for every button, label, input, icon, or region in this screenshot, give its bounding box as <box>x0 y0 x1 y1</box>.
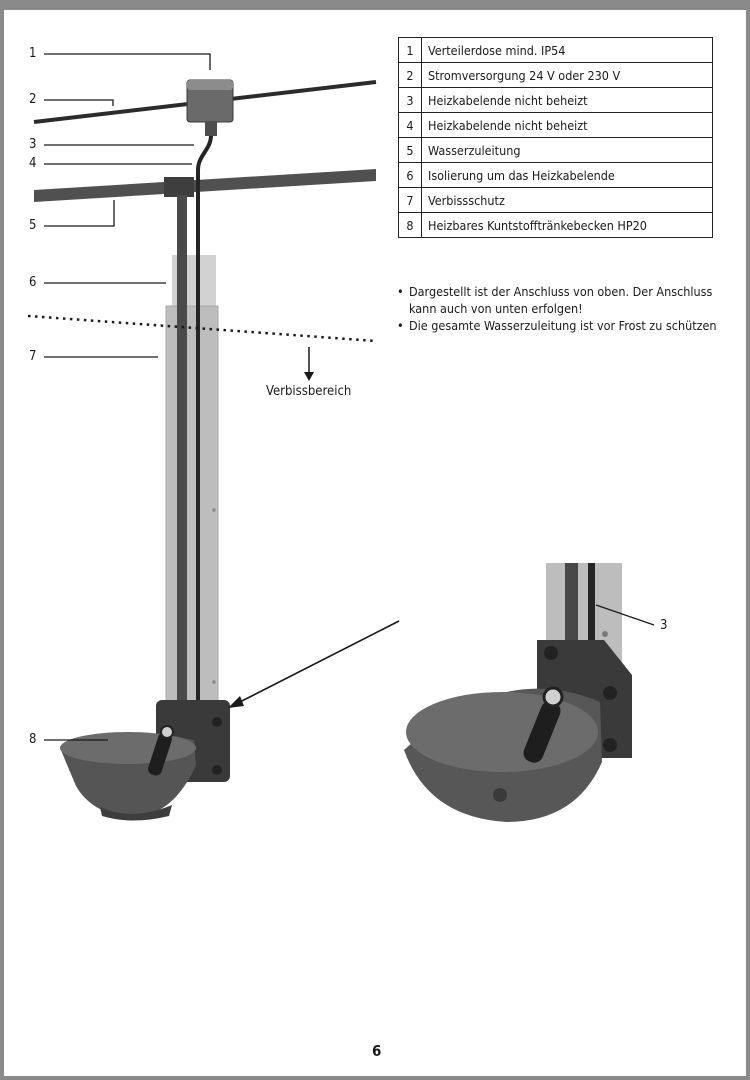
legend-row: 7 Verbissschutz <box>398 187 713 213</box>
callout-7: 7 <box>29 349 37 364</box>
callout-3-detail: 3 <box>660 618 668 633</box>
callout-8: 8 <box>29 732 37 747</box>
installation-illustration <box>27 53 655 822</box>
legend-number: 8 <box>398 212 422 238</box>
callout-3: 3 <box>29 137 37 152</box>
page-number: 6 <box>372 1042 382 1060</box>
bullet-icon: • <box>397 318 404 333</box>
callout-1: 1 <box>29 46 37 61</box>
bite-zone-label: Verbissbereich <box>266 384 352 399</box>
legend-text: Heizkabelende nicht beheizt <box>421 112 713 138</box>
bite-zone-line <box>27 314 377 343</box>
bullet-icon: • <box>397 284 404 299</box>
legend-text: Verteilerdose mind. IP54 <box>421 37 713 63</box>
note-text: Die gesamte Wasserzuleitung ist vor Fros… <box>409 318 717 333</box>
legend-row: 2 Stromversorgung 24 V oder 230 V <box>398 62 713 88</box>
callout-5: 5 <box>29 218 37 233</box>
legend-number: 1 <box>398 37 422 63</box>
notes-list: • Dargestellt ist der Anschluss von oben… <box>397 283 737 334</box>
note-item: • Die gesamte Wasserzuleitung ist vor Fr… <box>397 317 737 334</box>
legend-row: 6 Isolierung um das Heizkabelende <box>398 162 713 188</box>
callout-4: 4 <box>29 156 37 171</box>
note-item: • Dargestellt ist der Anschluss von oben… <box>397 283 737 317</box>
callout-2: 2 <box>29 92 37 107</box>
legend-text: Stromversorgung 24 V oder 230 V <box>421 62 713 88</box>
bite-protection <box>165 305 219 707</box>
water-pipe-vertical <box>177 195 187 715</box>
legend-number: 4 <box>398 112 422 138</box>
legend-text: Heizkabelende nicht beheizt <box>421 87 713 113</box>
legend-number: 2 <box>398 62 422 88</box>
legend-number: 7 <box>398 187 422 213</box>
legend-row: 4 Heizkabelende nicht beheizt <box>398 112 713 138</box>
legend-text: Verbissschutz <box>421 187 713 213</box>
note-text: Dargestellt ist der Anschluss von oben. … <box>409 284 713 316</box>
legend-text: Wasserzuleitung <box>421 137 713 163</box>
t-fitting <box>164 177 194 197</box>
legend-row: 1 Verteilerdose mind. IP54 <box>398 37 713 63</box>
legend-number: 3 <box>398 87 422 113</box>
legend-row: 5 Wasserzuleitung <box>398 137 713 163</box>
heating-cable <box>196 134 213 715</box>
legend-number: 6 <box>398 162 422 188</box>
manual-page: 1 2 3 4 5 6 7 8 3 Verbissbereich 1 Verte… <box>4 10 746 1076</box>
legend-number: 5 <box>398 137 422 163</box>
down-arrow-icon <box>304 372 314 381</box>
legend-row: 8 Heizbares Kuntstofftränkebecken HP20 <box>398 212 713 238</box>
legend-text: Isolierung um das Heizkabelende <box>421 162 713 188</box>
legend-text: Heizbares Kuntstofftränkebecken HP20 <box>421 212 713 238</box>
legend-table: 1 Verteilerdose mind. IP54 2 Stromversor… <box>398 37 713 238</box>
water-pipe-horizontal <box>34 169 376 202</box>
detail-arrow-icon <box>228 696 244 708</box>
callout-6: 6 <box>29 275 37 290</box>
legend-row: 3 Heizkabelende nicht beheizt <box>398 87 713 113</box>
